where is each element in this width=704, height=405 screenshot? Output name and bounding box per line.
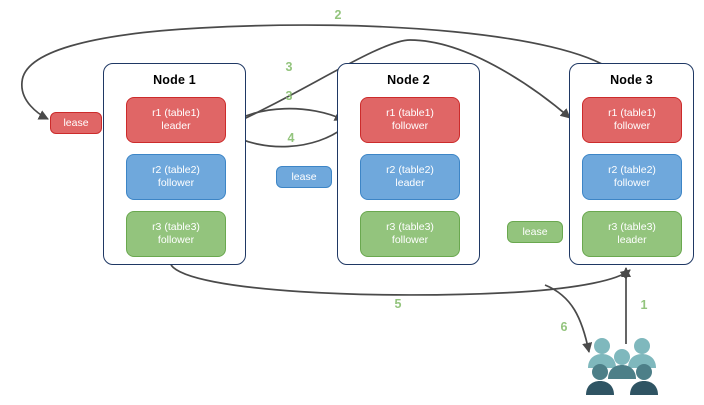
step-label-3b: 3	[285, 89, 293, 103]
users-group-icon	[586, 338, 658, 395]
node-1-replica-r1-line1: r1 (table1)	[152, 107, 200, 119]
node-2-replica-r2[interactable]: r2 (table2) leader	[360, 154, 460, 200]
step-label-5: 5	[394, 297, 402, 311]
edge-step-5	[170, 264, 631, 296]
lease-blue[interactable]: lease	[276, 166, 332, 188]
step-label-2: 2	[334, 8, 342, 22]
node-1-replica-r3[interactable]: r3 (table3) follower	[126, 211, 226, 257]
edge-step-6	[544, 284, 593, 353]
node-1-replica-r2[interactable]: r2 (table2) follower	[126, 154, 226, 200]
node-2-replica-r1[interactable]: r1 (table1) follower	[360, 97, 460, 143]
node-1-title: Node 1	[153, 73, 196, 87]
users-middle-figure	[592, 364, 652, 380]
step-label-6: 6	[560, 320, 568, 334]
node-2-replica-r3[interactable]: r3 (table3) follower	[360, 211, 460, 257]
node-3-replica-r3-line2: leader	[617, 234, 647, 246]
users-front-row	[586, 381, 658, 395]
node-3-replica-r1-line1: r1 (table1)	[608, 107, 656, 119]
node-1-replica-r1[interactable]: r1 (table1) leader	[126, 97, 226, 143]
node-3-replica-r1[interactable]: r1 (table1) follower	[582, 97, 682, 143]
node-1-replica-r3-line1: r3 (table3)	[152, 221, 200, 233]
node-2-replica-r2-line2: leader	[395, 177, 425, 189]
node-1-box[interactable]: Node 1 r1 (table1) leader r2 (table2) fo…	[103, 63, 246, 265]
node-1-replica-r2-line1: r2 (table2)	[152, 164, 200, 176]
node-2-box[interactable]: Node 2 r1 (table1) follower r2 (table2) …	[337, 63, 480, 265]
node-2-replica-r3-line2: follower	[391, 234, 429, 246]
step-label-4: 4	[287, 131, 295, 145]
node-2-title: Node 2	[387, 73, 430, 87]
node-3-replica-r2[interactable]: r2 (table2) follower	[582, 154, 682, 200]
lease-red[interactable]: lease	[50, 112, 102, 134]
step-label-3a: 3	[285, 60, 293, 74]
node-1-replica-r3-line2: follower	[157, 234, 195, 246]
node-3-replica-r3[interactable]: r3 (table3) leader	[582, 211, 682, 257]
node-2-replica-r2-line1: r2 (table2)	[386, 164, 434, 176]
node-3-replica-r3-line1: r3 (table3)	[608, 221, 656, 233]
node-3-title: Node 3	[610, 73, 653, 87]
node-1-replica-r1-line2: leader	[161, 120, 191, 132]
node-3-replica-r2-line2: follower	[613, 177, 651, 189]
lease-green[interactable]: lease	[507, 221, 563, 243]
node-2-replica-r1-line2: follower	[391, 120, 429, 132]
node-2-replica-r3-line1: r3 (table3)	[386, 221, 434, 233]
node-3-replica-r2-line1: r2 (table2)	[608, 164, 656, 176]
node-1-replica-r2-line2: follower	[157, 177, 195, 189]
node-2-replica-r1-line1: r1 (table1)	[386, 107, 434, 119]
node-3-box[interactable]: Node 3 r1 (table1) follower r2 (table2) …	[569, 63, 694, 265]
users-back-row	[588, 338, 656, 368]
node-3-replica-r1-line2: follower	[613, 120, 651, 132]
step-label-1: 1	[640, 298, 648, 312]
